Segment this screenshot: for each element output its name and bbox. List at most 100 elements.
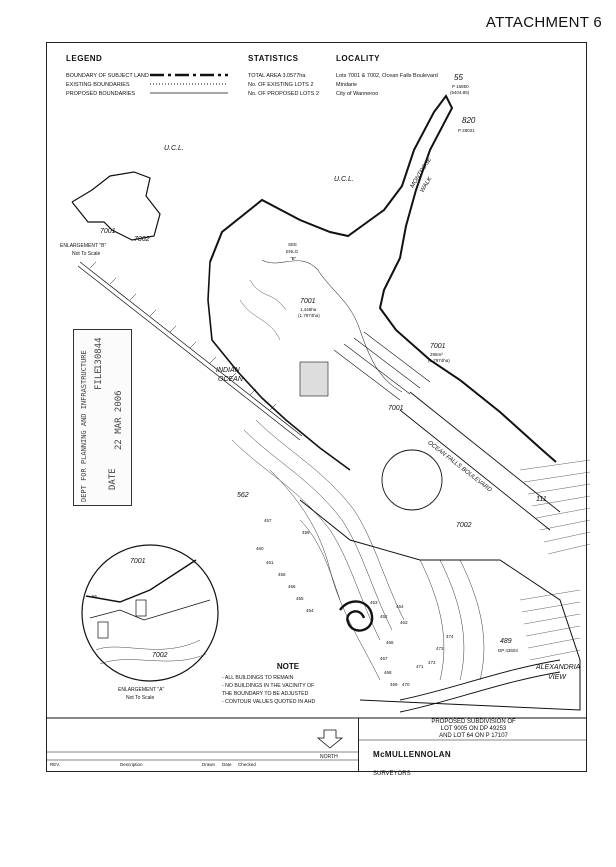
lot-number: 464	[396, 604, 404, 609]
ucl-label-1: U.C.L.	[164, 145, 184, 152]
see-enlg-label-2: ENLG	[286, 249, 299, 254]
locality-lots: Lots 7001 & 7002, Ocean Falls Boulevard	[336, 73, 438, 79]
dune-1	[249, 279, 287, 311]
coastal-boundary	[207, 261, 351, 471]
dune-2	[239, 299, 281, 341]
view-label: VIEW	[548, 674, 566, 681]
lot-7002-main: 7002	[456, 522, 472, 529]
enlargement-a-marker	[381, 449, 443, 511]
lot-number: 457	[264, 518, 272, 523]
lot-7001-area: 1.446ha	[300, 307, 317, 312]
lot-820: 820	[462, 116, 476, 125]
note-item: - ALL BUILDINGS TO REMAIN	[222, 675, 294, 681]
stamp-date: 22 MAR 2006	[114, 390, 124, 450]
legend-title: LEGEND	[66, 54, 103, 63]
lot-7001-b: 7001	[100, 228, 116, 235]
south-lots	[299, 499, 581, 711]
ocean-falls-road	[399, 391, 561, 531]
lot-number: 466	[386, 640, 394, 645]
alexandria-view-road-2	[399, 671, 561, 713]
lot-number: 452	[380, 614, 388, 619]
lot-number: 463	[400, 620, 408, 625]
locality-title: LOCALITY	[336, 54, 380, 63]
alexandria-label: ALEXANDRIA	[536, 664, 581, 671]
legend-item-subject: BOUNDARY OF SUBJECT LAND	[66, 73, 149, 79]
stamp-file-number: 130844	[94, 337, 104, 370]
south-hatching	[519, 589, 581, 661]
lot-number: 472	[428, 660, 436, 665]
lot-number: 453	[370, 600, 378, 605]
lot-number: 458	[278, 572, 286, 577]
lot-7001-b2: 7001	[430, 343, 446, 350]
lot-7001-main: 7001	[300, 298, 316, 305]
lot-55: 55	[454, 73, 463, 82]
dp-43604: DP 43604	[498, 648, 518, 653]
lot-number: 467	[380, 656, 388, 661]
see-enlg-label-3: "B"	[290, 256, 297, 261]
building-swirl	[339, 600, 374, 632]
lot-number: 461	[266, 560, 274, 565]
lot-number: 474	[446, 634, 454, 639]
enl-lot-7002: 7002	[152, 652, 168, 659]
pier	[77, 261, 303, 441]
buildings-strip	[299, 331, 431, 401]
indian-label: INDIAN	[216, 367, 240, 374]
legend-item-proposed: PROPOSED BOUNDARIES	[66, 91, 136, 97]
stat-proposed-lots: No. OF PROPOSED LOTS 2	[248, 91, 319, 97]
locality-city: City of Wanneroo	[336, 91, 379, 97]
rev-checked-label: Checked	[238, 762, 256, 767]
note-title: NOTE	[276, 662, 300, 671]
lot-number: 460	[256, 546, 264, 551]
rev-label: REV.	[50, 762, 61, 767]
title-line-1: PROPOSED SUBDIVISION OF	[431, 719, 516, 725]
see-enlg-label: SEE	[288, 242, 298, 247]
note-item: - NO BUILDINGS IN THE VACINITY OF	[222, 683, 315, 689]
lot-number: 468	[384, 670, 392, 675]
enlargement-a-scale: Not To Scale	[126, 695, 155, 701]
stamp-file-label: FILE	[94, 368, 104, 390]
stat-existing-lots: No. OF EXISTING LOTS 2	[248, 82, 314, 88]
north-arrow-icon	[316, 729, 344, 749]
note-item: - CONTOUR VALUES QUOTED IN AHD	[222, 699, 316, 705]
enlargement-a-label: ENLARGEMENT "A"	[118, 687, 165, 693]
locality-suburb: Mindarie	[336, 82, 358, 88]
lot-number: 469	[390, 682, 398, 687]
stat-total-area: TOTAL AREA 3.0577ha	[248, 73, 306, 79]
lot-7001-c: 7001	[388, 405, 404, 412]
lot-489: 489	[500, 638, 512, 645]
plan-p16850-sub: (5404.85)	[450, 90, 470, 95]
enlargement-b-label: ENLARGEMENT "B"	[60, 243, 107, 249]
subject-land-boundary	[209, 94, 557, 463]
lot-number: 455	[296, 596, 304, 601]
note-item: THE BOUNDARY TO BE ADJUSTED	[222, 691, 309, 697]
stamp-date-label: DATE	[108, 468, 118, 490]
alexandria-view-road	[399, 659, 561, 701]
title-line-3: AND LOT 64 ON P 17107	[439, 733, 508, 739]
enlargement-a-circle	[81, 544, 219, 682]
lot-562: 562	[237, 492, 249, 499]
drawing-sheet	[46, 42, 587, 772]
rev-drawn-label: Drawn	[202, 762, 216, 767]
received-stamp: DEPT FOR PLANNING AND INFRASTRUCTURE FIL…	[73, 329, 132, 506]
road-hatching	[519, 459, 591, 555]
lot-number: 470	[402, 682, 410, 687]
lot-7001-area-2: (1.7974ha)	[298, 313, 320, 318]
enlargement-b-scale: Not To Scale	[72, 251, 101, 257]
legend-item-existing: EXISTING BOUNDARIES	[66, 82, 130, 88]
lot-7002-b: 7002	[134, 236, 150, 243]
title-line-2: LOT 9005 ON DP 49253	[440, 726, 507, 732]
lot-111: 111	[536, 496, 547, 503]
ocean-label: OCEAN	[218, 376, 243, 383]
enlargement-b-boundary	[71, 171, 161, 241]
statistics-title: STATISTICS	[248, 54, 299, 63]
lot-7001-b2-area: 295m²	[430, 352, 443, 357]
lot-number: 459	[302, 530, 310, 535]
lot-7001-b2-area-2: (1.7974ha)	[428, 358, 450, 363]
plan-p16850: P 16850	[452, 84, 469, 89]
lot-number: 454	[306, 608, 314, 613]
note-box: NOTE - ALL BUILDINGS TO REMAIN - NO BUIL…	[218, 662, 358, 706]
stamp-dept: DEPT FOR PLANNING AND INFRASTRUCTURE	[80, 350, 88, 502]
coastline	[261, 259, 403, 393]
rev-date-label: Date	[222, 762, 232, 767]
